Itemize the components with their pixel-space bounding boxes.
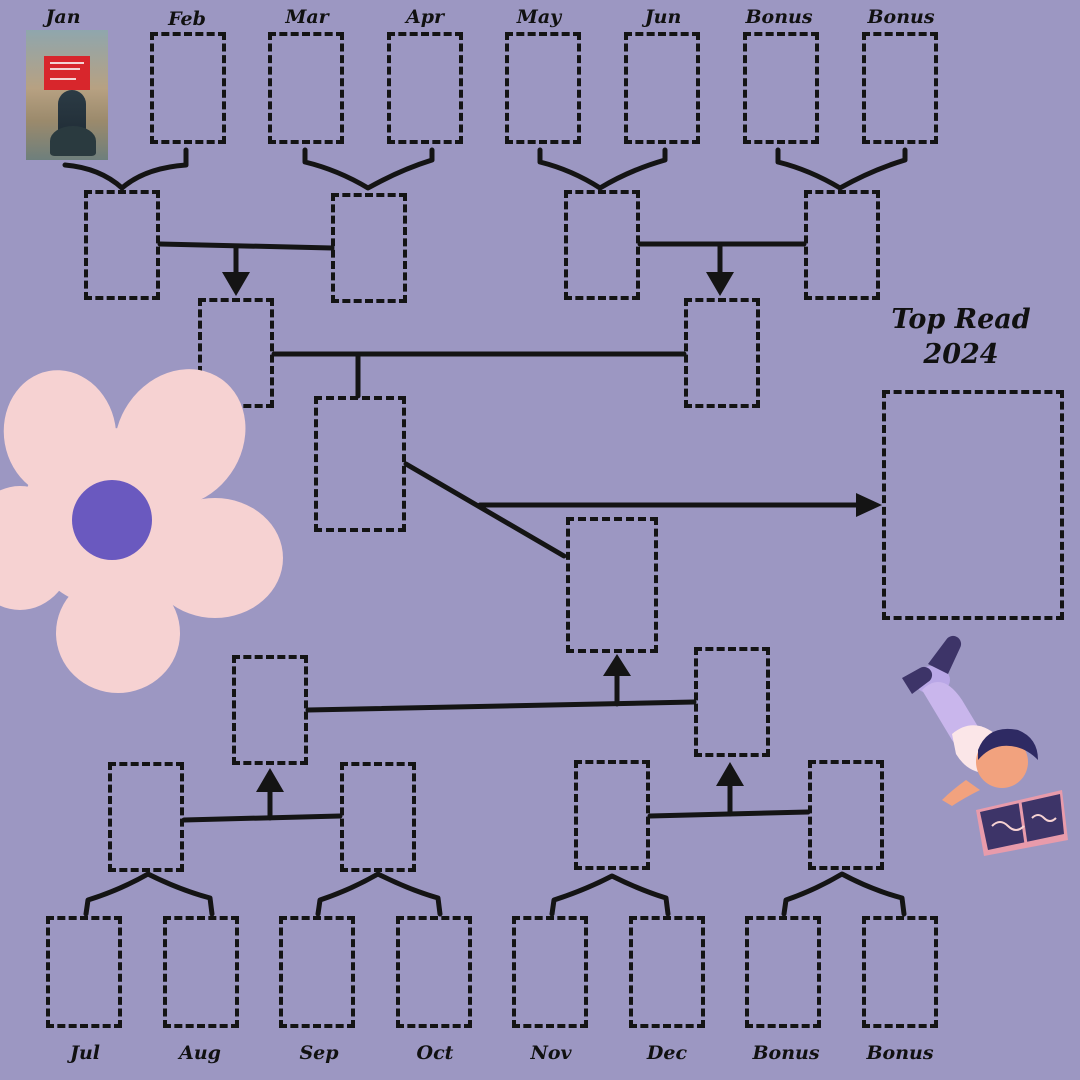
slot-round2-8[interactable]: [808, 760, 884, 870]
slot-jun[interactable]: [624, 32, 700, 144]
label-bottom-7: Bonus: [752, 1042, 820, 1064]
slot-bonus-bottom-1[interactable]: [745, 916, 821, 1028]
label-bottom-4: Oct: [416, 1042, 454, 1064]
slot-semifinal-bottom[interactable]: [566, 517, 658, 653]
slot-oct[interactable]: [396, 916, 472, 1028]
slot-round2-6[interactable]: [340, 762, 416, 872]
label-top-6: Jun: [644, 6, 682, 28]
label-bottom-1: Jul: [69, 1042, 101, 1064]
label-top-5: May: [516, 6, 562, 28]
slot-nov[interactable]: [512, 916, 588, 1028]
label-top-7: Bonus: [745, 6, 813, 28]
slot-round2-4[interactable]: [804, 190, 880, 300]
top-read-title-line2: 2024: [923, 339, 999, 371]
top-read-title-line1: Top Read: [891, 304, 1031, 335]
jan-book-cover-image: [26, 30, 108, 160]
slot-round2-2[interactable]: [331, 193, 407, 303]
label-top-2: Feb: [168, 8, 206, 30]
slot-round3-2[interactable]: [684, 298, 760, 408]
label-bottom-6: Dec: [646, 1042, 688, 1064]
slot-top-read[interactable]: [882, 390, 1064, 620]
label-top-4: Apr: [405, 6, 445, 28]
slot-apr[interactable]: [387, 32, 463, 144]
slot-round2-3[interactable]: [564, 190, 640, 300]
top-read-title: Top Read 2024: [866, 302, 1056, 372]
flower-illustration: [0, 369, 283, 693]
label-bottom-2: Aug: [179, 1042, 221, 1064]
slot-may[interactable]: [505, 32, 581, 144]
slot-bonus-top-2[interactable]: [862, 32, 938, 144]
slot-round2-7[interactable]: [574, 760, 650, 870]
slot-semifinal-top[interactable]: [314, 396, 406, 532]
slot-round3-4[interactable]: [694, 647, 770, 757]
slot-sep[interactable]: [279, 916, 355, 1028]
label-bottom-3: Sep: [299, 1042, 339, 1064]
slot-mar[interactable]: [268, 32, 344, 144]
slot-round3-3[interactable]: [232, 655, 308, 765]
slot-dec[interactable]: [629, 916, 705, 1028]
reading-child-illustration: [902, 635, 1068, 856]
slot-feb[interactable]: [150, 32, 226, 144]
slot-bonus-bottom-2[interactable]: [862, 916, 938, 1028]
slot-aug[interactable]: [163, 916, 239, 1028]
slot-bonus-top-1[interactable]: [743, 32, 819, 144]
label-top-3: Mar: [285, 6, 329, 28]
slot-round2-5[interactable]: [108, 762, 184, 872]
label-bottom-8: Bonus: [866, 1042, 934, 1064]
label-bottom-5: Nov: [530, 1042, 572, 1064]
slot-jul[interactable]: [46, 916, 122, 1028]
label-top-8: Bonus: [867, 6, 935, 28]
slot-round2-1[interactable]: [84, 190, 160, 300]
label-top-1: Jan: [45, 6, 81, 28]
